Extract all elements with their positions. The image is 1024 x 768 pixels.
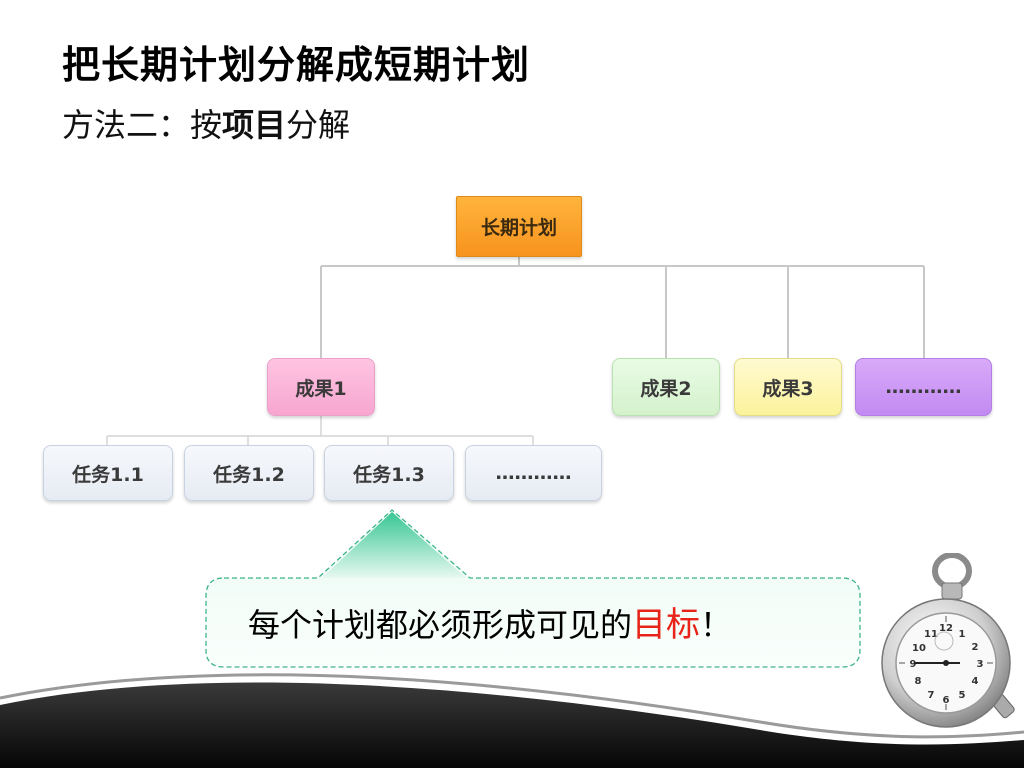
subtitle-suffix: 分解 [286, 106, 351, 144]
node-result-3: 成果3 [734, 358, 842, 416]
dial-number-6: 6 [943, 695, 950, 706]
subtitle-prefix: 方法二：按 [62, 106, 223, 144]
subtitle-emphasis: 项目 [222, 106, 287, 144]
dial-number-7: 7 [928, 690, 935, 701]
dial-number-11: 11 [924, 629, 938, 640]
node-task-1-1: 任务1.1 [43, 445, 173, 501]
dial-number-9: 9 [910, 659, 917, 670]
dial-number-4: 4 [972, 676, 979, 687]
dial-number-1: 1 [959, 629, 966, 640]
node-task-1-2: 任务1.2 [184, 445, 314, 501]
slide-subtitle: 方法二：按项目分解 [62, 100, 350, 146]
dial-number-8: 8 [915, 676, 922, 687]
node-task-more: ………… [465, 445, 602, 501]
node-result-more: ………… [855, 358, 992, 416]
dial-number-12: 12 [939, 623, 953, 634]
node-result-2: 成果2 [612, 358, 720, 416]
callout-main: 每个计划都必须形成可见的 [248, 606, 633, 644]
callout-highlight: 目标 [632, 605, 701, 645]
callout-text: 每个计划都必须形成可见的目标！ [248, 597, 732, 646]
slide-title: 把长期计划分解成短期计划 [62, 43, 531, 87]
dial-number-10: 10 [912, 643, 926, 654]
node-result-1: 成果1 [267, 358, 375, 416]
dial-number-2: 2 [972, 642, 979, 653]
node-task-1-3: 任务1.3 [324, 445, 454, 501]
node-long-term-plan: 长期计划 [456, 196, 582, 257]
stopwatch-image: 10 11 12 1 2 3 4 5 6 7 8 9 [881, 553, 1015, 728]
dial-number-3: 3 [977, 659, 984, 670]
callout-end: ！ [700, 606, 733, 644]
dial-number-5: 5 [959, 690, 966, 701]
